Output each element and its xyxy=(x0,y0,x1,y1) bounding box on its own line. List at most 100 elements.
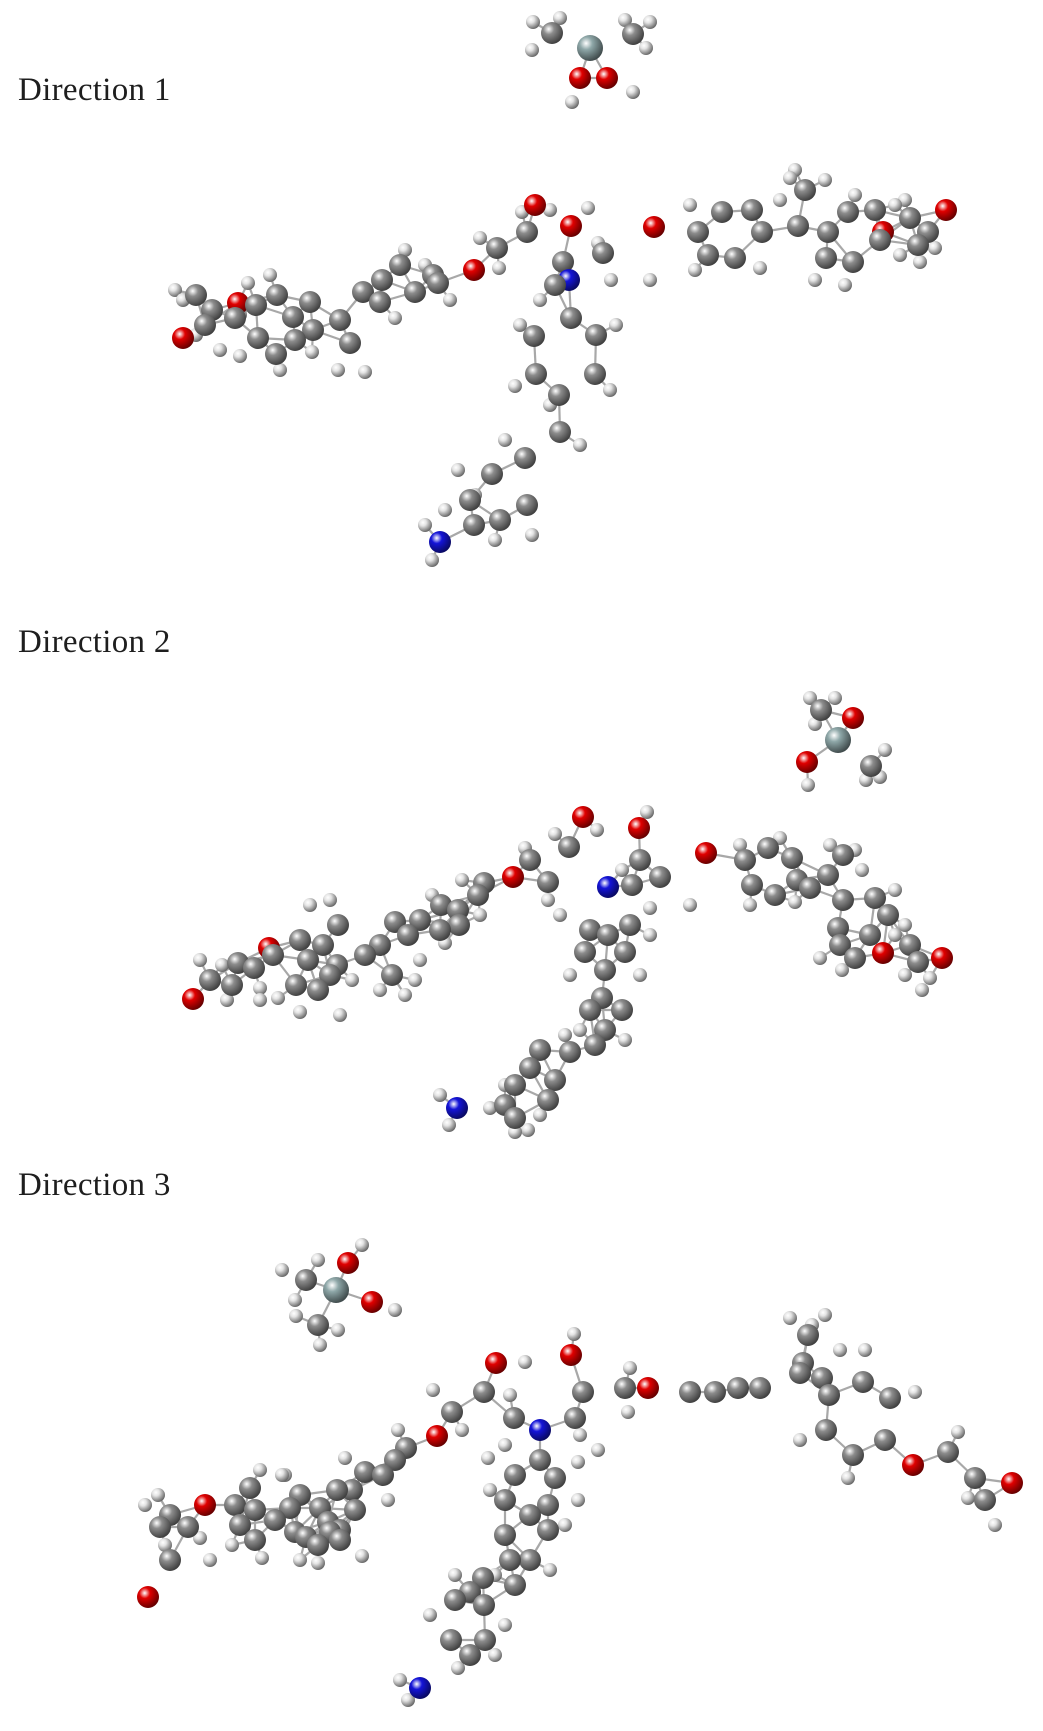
hydrogen-atom xyxy=(303,898,317,912)
hydrogen-atom xyxy=(408,973,422,987)
panel-label-direction-1: Direction 1 xyxy=(18,72,171,108)
carbon-atom xyxy=(503,1407,525,1429)
hydrogen-atom xyxy=(220,993,234,1007)
hydrogen-atom xyxy=(783,171,797,185)
hydrogen-atom xyxy=(492,261,506,275)
carbon-atom xyxy=(221,974,243,996)
hydrogen-atom xyxy=(893,248,907,262)
hydrogen-atom xyxy=(848,188,862,202)
hydrogen-atom xyxy=(793,1433,807,1447)
hydrogen-atom xyxy=(898,918,912,932)
carbon-atom xyxy=(614,1377,636,1399)
hydrogen-atom xyxy=(215,958,229,972)
carbon-atom xyxy=(504,1574,526,1596)
carbon-atom xyxy=(529,1449,551,1471)
carbon-atom xyxy=(611,999,633,1021)
hydrogen-atom xyxy=(483,1101,497,1115)
carbon-atom xyxy=(810,699,832,721)
carbon-atom xyxy=(860,755,882,777)
hydrogen-atom xyxy=(928,241,942,255)
hydrogen-atom xyxy=(803,691,817,705)
hydrogen-atom xyxy=(838,278,852,292)
nitrogen-atom xyxy=(597,876,619,898)
hydrogen-atom xyxy=(858,1343,872,1357)
oxygen-atom xyxy=(643,216,665,238)
carbon-atom xyxy=(704,1381,726,1403)
carbon-atom xyxy=(572,1381,594,1403)
hydrogen-atom xyxy=(818,173,832,187)
carbon-atom xyxy=(244,1529,266,1551)
carbon-atom xyxy=(352,281,374,303)
hydrogen-atom xyxy=(398,988,412,1002)
carbon-atom xyxy=(307,1534,329,1556)
carbon-atom xyxy=(224,307,246,329)
nitrogen-atom xyxy=(529,1419,551,1441)
carbon-atom xyxy=(751,221,773,243)
carbon-atom xyxy=(614,941,636,963)
carbon-atom xyxy=(199,969,221,991)
hydrogen-atom xyxy=(841,1471,855,1485)
carbon-atom xyxy=(537,1494,559,1516)
carbon-atom xyxy=(811,1367,833,1389)
carbon-atom xyxy=(239,1477,261,1499)
hydrogen-atom xyxy=(813,951,827,965)
hydrogen-atom xyxy=(643,273,657,287)
carbon-atom xyxy=(486,237,508,259)
carbon-atom xyxy=(815,1419,837,1441)
hydrogen-atom xyxy=(915,983,929,997)
carbon-atom xyxy=(440,1629,462,1651)
carbon-atom xyxy=(537,1089,559,1111)
carbon-atom xyxy=(430,894,452,916)
hydrogen-atom xyxy=(643,901,657,915)
hydrogen-atom xyxy=(263,268,277,282)
hydrogen-atom xyxy=(521,1123,535,1137)
panel-label-direction-3: Direction 3 xyxy=(18,1167,171,1203)
carbon-atom xyxy=(516,494,538,516)
carbon-atom xyxy=(842,1444,864,1466)
carbon-atom xyxy=(262,944,284,966)
carbon-atom xyxy=(864,887,886,909)
hydrogen-atom xyxy=(338,1451,352,1465)
hydrogen-atom xyxy=(533,1108,547,1122)
carbon-atom xyxy=(519,849,541,871)
carbon-atom xyxy=(473,1381,495,1403)
carbon-atom xyxy=(817,864,839,886)
hydrogen-atom xyxy=(289,1309,303,1323)
hydrogen-atom xyxy=(773,193,787,207)
hydrogen-atom xyxy=(333,1008,347,1022)
carbon-atom xyxy=(326,1479,348,1501)
carbon-atom xyxy=(481,463,503,485)
carbon-atom xyxy=(877,904,899,926)
hydrogen-atom xyxy=(253,993,267,1007)
hydrogen-atom xyxy=(835,963,849,977)
hydrogen-atom xyxy=(345,973,359,987)
carbon-atom xyxy=(295,1269,317,1291)
hydrogen-atom xyxy=(393,1673,407,1687)
hydrogen-atom xyxy=(275,1468,289,1482)
oxygen-atom xyxy=(337,1252,359,1274)
hydrogen-atom xyxy=(288,1293,302,1307)
hydrogen-atom xyxy=(988,1518,1002,1532)
oxygen-atom xyxy=(931,947,953,969)
carbon-atom xyxy=(787,215,809,237)
carbon-atom xyxy=(829,934,851,956)
carbon-atom xyxy=(899,207,921,229)
carbon-atom xyxy=(389,254,411,276)
carbon-atom xyxy=(472,1567,494,1589)
hydrogen-atom xyxy=(233,349,247,363)
hydrogen-atom xyxy=(525,528,539,542)
hydrogen-atom xyxy=(498,1618,512,1632)
carbon-atom xyxy=(579,999,601,1021)
hydrogen-atom xyxy=(481,1451,495,1465)
hydrogen-atom xyxy=(603,383,617,397)
molecule-direction-1 xyxy=(168,11,957,567)
hydrogen-atom xyxy=(203,1553,217,1567)
oxygen-atom xyxy=(796,751,818,773)
hydrogen-atom xyxy=(621,1405,635,1419)
carbon-atom xyxy=(597,924,619,946)
molecule-direction-3 xyxy=(137,1238,1023,1707)
oxygen-atom xyxy=(628,817,650,839)
oxygen-atom xyxy=(172,327,194,349)
oxygen-atom xyxy=(502,866,524,888)
carbon-atom xyxy=(697,244,719,266)
